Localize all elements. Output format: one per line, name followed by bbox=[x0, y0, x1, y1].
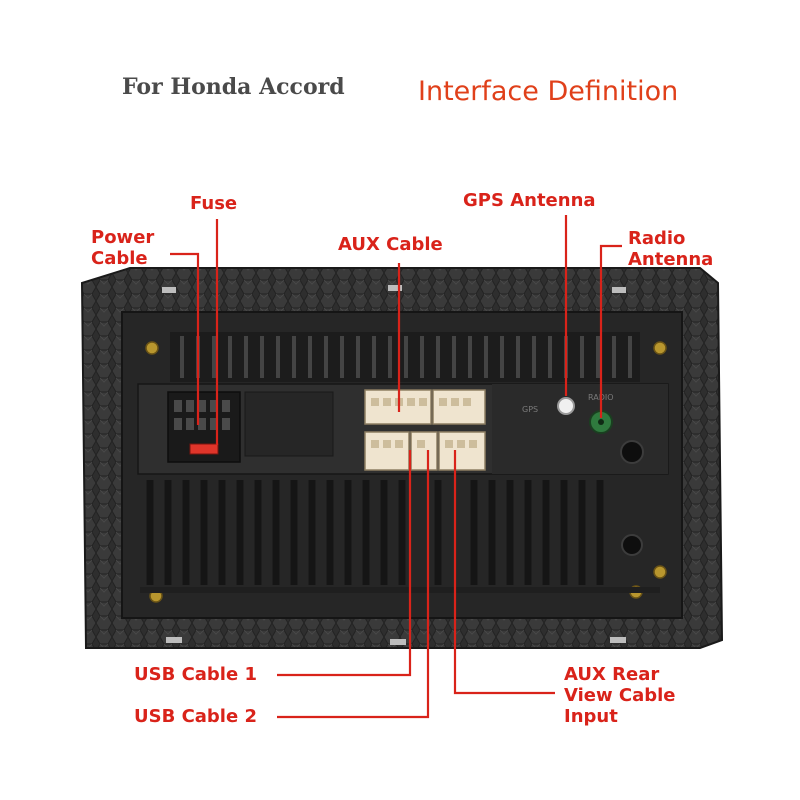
radio-socket-pin bbox=[598, 419, 604, 425]
lower-vent bbox=[146, 480, 604, 585]
aux-cable-connector bbox=[364, 389, 486, 425]
gps-antenna-label: GPS Antenna bbox=[463, 190, 596, 211]
diagram-title: Interface Definition bbox=[418, 76, 679, 107]
usb-cable-1-leader bbox=[277, 450, 412, 677]
leader-lines bbox=[170, 215, 622, 719]
top-vent bbox=[170, 332, 640, 382]
aux-rear-label-line2: View Cable bbox=[564, 685, 676, 706]
aux-rear-label-line3: Input bbox=[564, 706, 618, 727]
aux-rear-label: AUX Rear View Cable Input bbox=[564, 664, 676, 727]
aux-cable-label: AUX Cable bbox=[338, 234, 443, 255]
aux-rear-label-line1: AUX Rear bbox=[564, 664, 660, 685]
fuse-element bbox=[189, 443, 219, 455]
aux-rear-leader bbox=[453, 450, 555, 695]
round-port-upper bbox=[620, 440, 644, 464]
power-cable-label: Power Cable bbox=[91, 227, 154, 269]
gps-marking: GPS bbox=[522, 405, 538, 414]
radio-antenna-label-line1: Radio bbox=[628, 228, 686, 249]
radio-antenna-label-line2: Antenna bbox=[628, 249, 714, 270]
radio-antenna-leader bbox=[599, 244, 622, 418]
power-cable-label-line2: Cable bbox=[91, 248, 148, 269]
usb-cable-2-leader bbox=[277, 450, 430, 719]
fuse-label: Fuse bbox=[190, 193, 238, 214]
product-subtitle: For Honda Accord bbox=[122, 74, 345, 100]
gps-socket bbox=[557, 397, 575, 415]
antenna-panel: GPS RADIO bbox=[492, 384, 668, 474]
usb-cable-2-label: USB Cable 2 bbox=[134, 706, 257, 727]
usb-cable-1-label: USB Cable 1 bbox=[134, 664, 257, 685]
radio-antenna-label: Radio Antenna bbox=[628, 228, 713, 270]
round-port-lower bbox=[621, 534, 643, 556]
usb-connectors bbox=[364, 431, 486, 471]
blank-panel bbox=[244, 391, 334, 457]
power-cable-label-line1: Power bbox=[91, 227, 155, 248]
power-cable-leader bbox=[170, 252, 200, 425]
